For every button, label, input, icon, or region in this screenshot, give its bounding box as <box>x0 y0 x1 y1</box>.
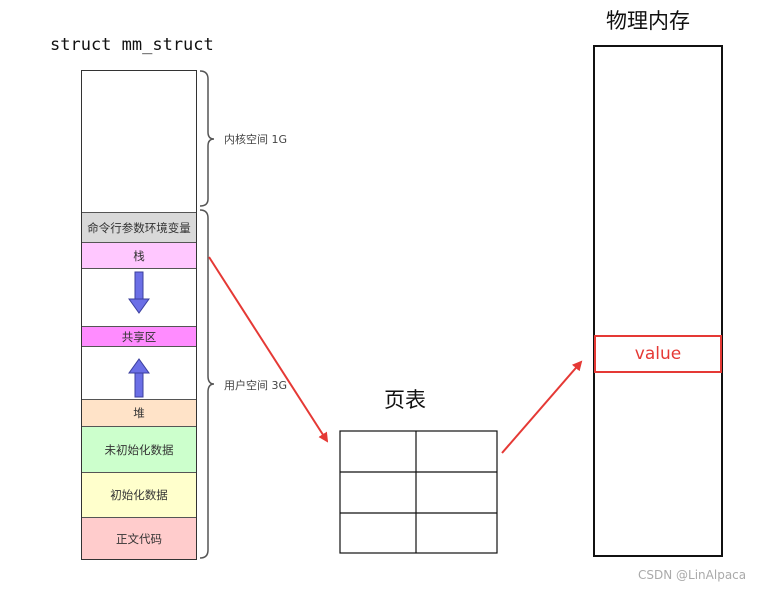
segment-env: 命令行参数环境变量 <box>82 212 196 242</box>
physical-memory-title: 物理内存 <box>606 9 690 33</box>
kernel-space-label: 内核空间 1G <box>224 133 288 146</box>
physical-memory-box <box>593 45 723 557</box>
segment-heap: 堆 <box>82 399 196 426</box>
segment-gap-2 <box>82 346 196 399</box>
segment-data-label: 初始化数据 <box>110 488 168 502</box>
page-table-outline <box>339 430 498 554</box>
segment-shared: 共享区 <box>82 326 196 346</box>
segment-text: 正文代码 <box>82 517 196 559</box>
page-table-title: 页表 <box>384 388 426 412</box>
kernel-brace <box>199 70 215 207</box>
segment-stack-label: 栈 <box>133 248 145 263</box>
segment-shared-label: 共享区 <box>121 329 157 344</box>
user-space-label: 用户空间 3G <box>224 379 288 392</box>
page-table-to-memory-arrow <box>501 360 583 454</box>
value-label: value <box>634 344 682 364</box>
watermark: CSDN @LinAlpaca <box>638 568 747 582</box>
segment-gap-1 <box>82 268 196 326</box>
segment-text-label: 正文代码 <box>116 531 162 546</box>
user-brace <box>199 209 215 559</box>
mm-struct-title: struct mm_struct <box>50 35 214 55</box>
segment-env-label: 命令行参数环境变量 <box>87 220 191 235</box>
value-cell: value <box>594 335 722 373</box>
segment-stack: 栈 <box>82 242 196 268</box>
segment-bss-label: 未初始化数据 <box>104 442 174 457</box>
mm-struct-box: 命令行参数环境变量 栈 共享区 堆 未初始化数据 初始化数据 正文代码 <box>81 70 197 560</box>
segment-data: 初始化数据 <box>82 472 196 517</box>
stack-to-page-table-arrow <box>208 256 329 443</box>
segment-heap-label: 堆 <box>133 406 145 420</box>
page-table-grid <box>339 430 498 554</box>
segment-bss: 未初始化数据 <box>82 426 196 472</box>
